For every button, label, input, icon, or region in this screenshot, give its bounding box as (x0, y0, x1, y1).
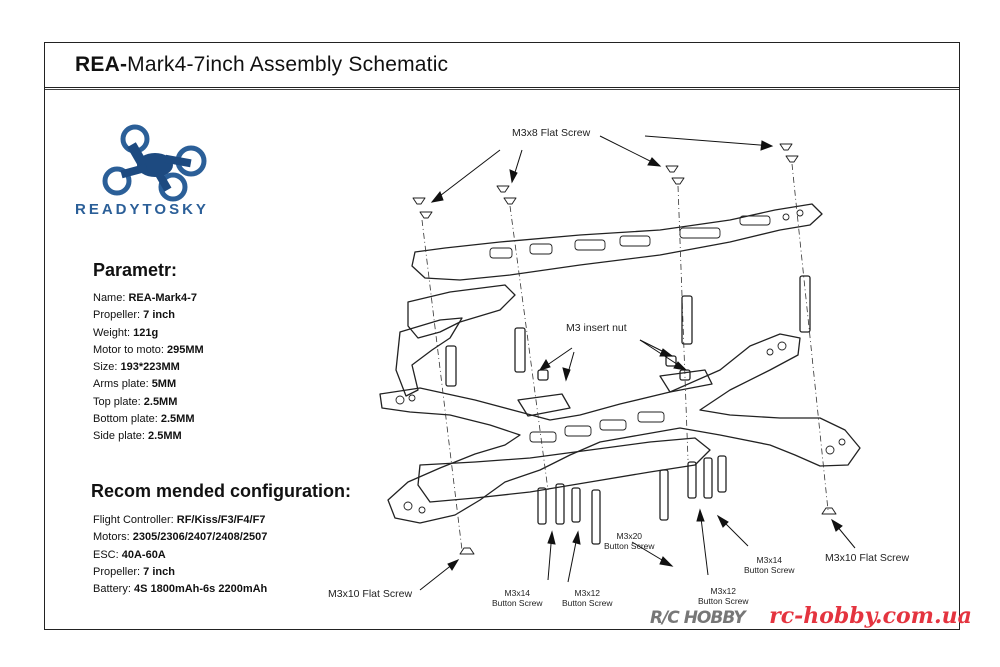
row-value: 2.5MM (143, 395, 178, 408)
parameters-heading: Parametr: (93, 260, 178, 280)
row-value: 121g (133, 326, 159, 339)
brand-name: READYTOSKY (75, 201, 209, 218)
label-m3x12-button-screw-left: M3x12 Button Screw (562, 588, 613, 608)
insert-nut-left (517, 393, 571, 417)
row-label: Name: (93, 292, 129, 304)
row-value: RF/Kiss/F3/F4/F7 (176, 514, 266, 526)
bottom-plate (417, 437, 711, 503)
label-text: M3x12 Button Screw (562, 588, 613, 608)
configuration-row: Battery: 4S 1800mAh-6s 2200mAh (93, 581, 267, 598)
watermark-url: rc-hobby.com.ua (769, 603, 972, 629)
row-value: 5MM (151, 378, 177, 391)
bottom-screws (537, 455, 727, 545)
row-label: Bottom plate: (93, 413, 161, 426)
row-label: Side plate: (93, 430, 149, 443)
label-m3x8-flat-screw: M3x8 Flat Screw (512, 127, 591, 139)
parameters-row: Arms plate: 5MM (93, 376, 204, 393)
label-m3-insert-nut: M3 insert nut (566, 322, 627, 334)
label-text: M3x12 Button Screw (698, 586, 749, 606)
label-m3x14-button-screw-right: M3x14 Button Screw (744, 555, 795, 575)
parameters-row: Motor to moto: 295MM (93, 342, 204, 359)
label-text: M3x20 Button Screw (604, 531, 655, 551)
row-label: ESC: (93, 548, 122, 561)
configuration-row: Propeller: 7 inch (93, 564, 267, 581)
row-label: Motors: (93, 531, 133, 544)
row-value: 7 inch (143, 565, 175, 578)
watermark-logo: R/C HOBBY (650, 608, 746, 628)
label-m3x14-button-screw-left: M3x14 Button Screw (492, 588, 543, 608)
configuration-row: Motors: 2305/2306/2407/2408/2507 (93, 529, 267, 546)
parameters-row: Weight: 121g (93, 325, 204, 342)
row-label: Arms plate: (93, 378, 152, 391)
row-label: Motor to moto: (93, 343, 167, 356)
schematic-sheet: REA-Mark4-7inch Assembly Schematic READY… (44, 42, 960, 630)
standoffs (445, 275, 811, 387)
configuration-row: Flight Controller: RF/Kiss/F3/F4/F7 (93, 512, 267, 529)
side-plate-front (395, 317, 463, 397)
parameters-row: Size: 193*223MM (93, 359, 204, 376)
assembly-diagram (379, 135, 861, 591)
row-label: Propeller: (93, 309, 144, 322)
row-label: Top plate: (93, 395, 144, 408)
title-bar: REA-Mark4-7inch Assembly Schematic (45, 43, 959, 88)
row-label: Flight Controller: (93, 514, 177, 526)
top-plate (411, 203, 823, 281)
row-value: 2.5MM (148, 430, 182, 443)
parameters-row: Bottom plate: 2.5MM (93, 411, 204, 428)
watermark: R/C HOBBY rc-hobby.com.ua (650, 603, 972, 629)
row-value: 295MM (166, 343, 204, 356)
side-plate-back (407, 284, 516, 339)
title-rest: Mark4-7inch Assembly Schematic (127, 53, 449, 76)
title-underline (45, 89, 959, 90)
row-value: 2305/2306/2407/2408/2507 (132, 531, 268, 544)
parameters-row: Name: REA-Mark4-7 (93, 290, 204, 307)
parameters-row: Side plate: 2.5MM (93, 428, 204, 445)
row-value: 2.5MM (160, 413, 195, 426)
configuration-row: ESC: 40A-60A (93, 547, 267, 564)
title-model-prefix: REA- (75, 53, 128, 76)
insert-nut-right (659, 369, 713, 393)
row-value: 7 inch (143, 309, 175, 322)
configuration-heading: Recom mended configuration: (91, 481, 352, 501)
label-m3x12-button-screw-right: M3x12 Button Screw (698, 586, 749, 606)
arms-plate (379, 333, 861, 524)
row-label: Weight: (93, 326, 134, 339)
row-value: REA-Mark4-7 (128, 292, 197, 304)
row-value: 4S 1800mAh-6s 2200mAh (133, 583, 268, 596)
row-value: 40A-60A (121, 548, 166, 561)
parameters-row: Top plate: 2.5MM (93, 394, 204, 411)
label-m3x10-flat-screw-left: M3x10 Flat Screw (328, 588, 413, 600)
readytosky-logo-icon (102, 124, 207, 202)
row-value: 193*223MM (120, 361, 180, 374)
page-title: REA-Mark4-7inch Assembly Schematic (75, 53, 448, 77)
row-label: Propeller: (93, 565, 144, 578)
parameters-row: Propeller: 7 inch (93, 307, 204, 324)
label-text: M3x14 Button Screw (744, 555, 795, 575)
label-text: M3x14 Button Screw (492, 588, 543, 608)
label-m3x10-flat-screw-right: M3x10 Flat Screw (825, 552, 910, 564)
label-m3x20-button-screw: M3x20 Button Screw (604, 531, 655, 551)
row-label: Size: (93, 361, 121, 374)
row-label: Battery: (93, 583, 134, 596)
